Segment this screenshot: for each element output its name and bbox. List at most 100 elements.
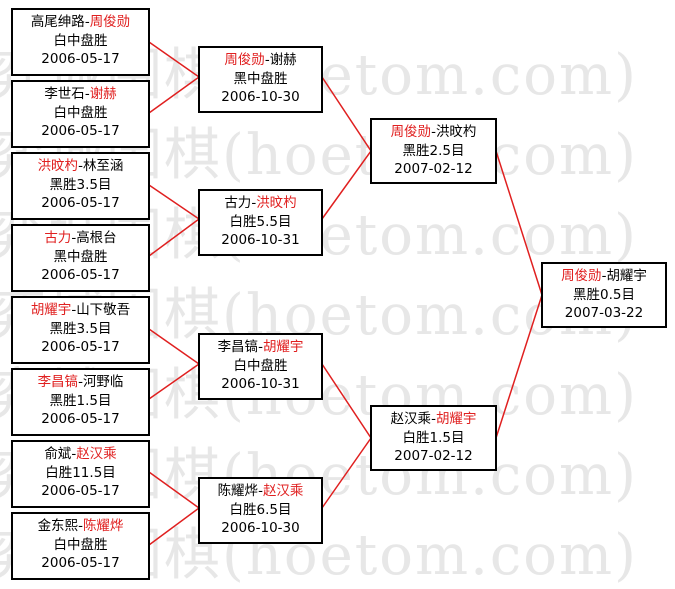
player-name: 李世石 — [44, 86, 85, 102]
connector-line — [148, 184, 201, 257]
match-box: 周俊勋-谢赫 黑中盘胜 2006-10-30 — [198, 46, 323, 113]
match-result: 黑胜3.5目 — [49, 176, 112, 193]
match-box: 胡耀宇-山下敬吾 黑胜3.5目 2006-05-17 — [11, 296, 150, 364]
player-name: 洪旼杓 — [435, 124, 477, 140]
match-players: 周俊勋-洪旼杓 — [372, 123, 495, 142]
player-name: 高尾绅路 — [30, 14, 85, 30]
match-box: 李世石-谢赫 白中盘胜 2006-05-17 — [11, 80, 150, 148]
player-name: 周俊勋 — [561, 268, 602, 284]
player-separator: - — [71, 446, 77, 462]
match-date: 2006-10-30 — [221, 89, 300, 105]
match-result: 白中盘胜 — [53, 536, 108, 553]
connector-line — [321, 76, 372, 220]
player-name: 洪旼杓 — [256, 195, 297, 211]
player-name: 胡耀宇 — [262, 339, 304, 355]
match-date: 2006-10-30 — [221, 520, 300, 536]
match-date: 2006-10-31 — [221, 232, 300, 248]
player-separator: - — [431, 124, 436, 140]
match-result: 白胜11.5目 — [45, 464, 116, 481]
match-result: 黑胜1.5目 — [49, 392, 112, 409]
player-separator: - — [431, 411, 436, 427]
match-date: 2006-05-17 — [41, 267, 120, 283]
match-result: 黑中盘胜 — [53, 248, 108, 265]
match-box: 陈耀烨-赵汉乘 白胜6.5目 2006-10-30 — [198, 477, 323, 544]
match-date: 2006-05-17 — [41, 123, 120, 139]
player-name: 河野临 — [82, 374, 124, 390]
match-players: 俞斌-赵汉乘 — [13, 445, 148, 464]
match-result: 白中盘胜 — [53, 32, 108, 49]
match-players: 金东熙-陈耀烨 — [13, 517, 148, 536]
player-name: 俞斌 — [44, 446, 72, 462]
match-players: 赵汉乘-胡耀宇 — [372, 410, 495, 429]
match-players: 周俊勋-谢赫 — [200, 51, 321, 70]
player-separator: - — [71, 230, 77, 246]
match-result: 白中盘胜 — [233, 357, 288, 374]
player-name: 谢赫 — [89, 86, 117, 102]
match-players: 胡耀宇-山下敬吾 — [13, 301, 148, 320]
match-date: 2006-05-17 — [41, 51, 120, 67]
player-name: 赵汉乘 — [262, 483, 304, 499]
player-name: 周俊勋 — [224, 52, 265, 68]
match-box: 古力-洪旼杓 白胜5.5目 2006-10-31 — [198, 189, 323, 256]
connector-line — [321, 363, 372, 509]
player-name: 周俊勋 — [89, 14, 131, 30]
player-name: 李昌镐 — [217, 339, 259, 355]
match-box: 周俊勋-胡耀宇 黑胜0.5目 2007-03-22 — [541, 262, 667, 328]
match-result: 黑胜3.5目 — [49, 320, 112, 337]
match-date: 2006-05-17 — [41, 555, 120, 571]
match-players: 李昌镐-河野临 — [13, 373, 148, 392]
player-separator: - — [78, 158, 83, 174]
player-separator: - — [84, 14, 90, 30]
match-date: 2006-10-31 — [221, 376, 300, 392]
player-name: 胡耀宇 — [30, 302, 72, 318]
match-date: 2007-02-12 — [394, 448, 473, 464]
player-name: 金东熙 — [37, 518, 79, 534]
connector-line — [495, 150, 543, 439]
match-result: 黑中盘胜 — [233, 70, 288, 87]
player-separator: - — [71, 302, 77, 318]
match-box: 金东熙-陈耀烨 白中盘胜 2006-05-17 — [11, 512, 150, 580]
player-separator: - — [84, 86, 90, 102]
player-name: 谢赫 — [269, 52, 297, 68]
match-date: 2006-05-17 — [41, 339, 120, 355]
player-name: 胡耀宇 — [606, 268, 647, 284]
player-name: 赵汉乘 — [76, 446, 117, 462]
match-players: 高尾绅路-周俊勋 — [13, 13, 148, 32]
match-result: 白胜6.5目 — [229, 501, 292, 518]
player-separator: - — [251, 195, 257, 211]
match-box: 俞斌-赵汉乘 白胜11.5目 2006-05-17 — [11, 440, 150, 508]
match-box: 李昌镐-胡耀宇 白中盘胜 2006-10-31 — [198, 333, 323, 400]
player-name: 陈耀烨 — [217, 483, 259, 499]
match-date: 2007-03-22 — [564, 305, 644, 321]
player-name: 林至涵 — [82, 158, 124, 174]
match-players: 陈耀烨-赵汉乘 — [200, 482, 321, 501]
match-players: 古力-洪旼杓 — [200, 194, 321, 213]
match-players: 洪旼杓-林至涵 — [13, 157, 148, 176]
player-separator: - — [78, 374, 83, 390]
match-players: 周俊勋-胡耀宇 — [543, 267, 665, 286]
match-result: 白胜5.5目 — [229, 213, 292, 230]
player-name: 山下敬吾 — [76, 302, 131, 318]
player-separator: - — [264, 52, 270, 68]
player-name: 古力 — [224, 195, 252, 211]
player-name: 周俊勋 — [390, 124, 432, 140]
player-name: 古力 — [44, 230, 72, 246]
player-separator: - — [258, 483, 263, 499]
connector-line — [148, 41, 201, 114]
player-name: 胡耀宇 — [435, 411, 477, 427]
player-separator: - — [601, 268, 607, 284]
player-name: 陈耀烨 — [82, 518, 124, 534]
connector-line — [148, 471, 201, 546]
player-separator: - — [258, 339, 263, 355]
match-date: 2007-02-12 — [394, 161, 473, 177]
match-box: 李昌镐-河野临 黑胜1.5目 2006-05-17 — [11, 368, 150, 436]
player-name: 李昌镐 — [37, 374, 79, 390]
match-players: 李世石-谢赫 — [13, 85, 148, 104]
match-date: 2006-05-17 — [41, 195, 120, 211]
match-players: 李昌镐-胡耀宇 — [200, 338, 321, 357]
match-date: 2006-05-17 — [41, 483, 120, 499]
match-result: 黑胜0.5目 — [573, 286, 635, 303]
player-name: 赵汉乘 — [390, 411, 432, 427]
match-box: 古力-高根台 黑中盘胜 2006-05-17 — [11, 224, 150, 292]
player-name: 高根台 — [76, 230, 117, 246]
